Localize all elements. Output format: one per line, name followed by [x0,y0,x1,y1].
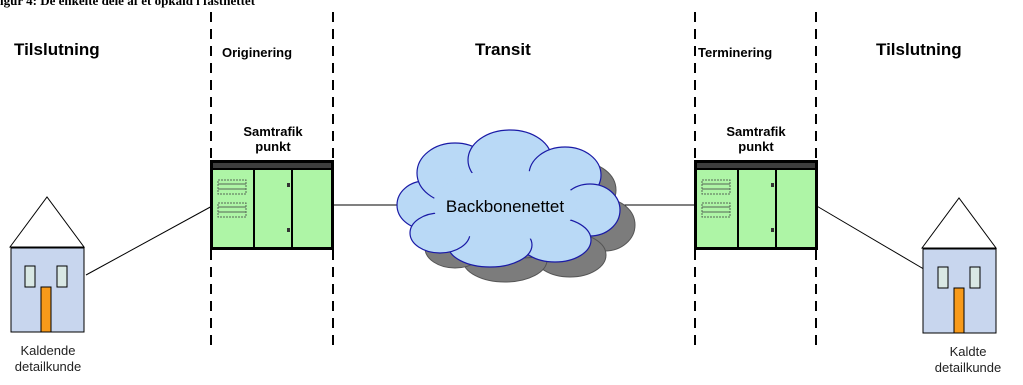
switch-right-icon [694,160,818,250]
backbone-cloud-icon [396,129,636,283]
calling-customer-line1: Kaldende [20,343,76,358]
house-right-icon [921,197,997,334]
link-left-house-to-switch [85,204,215,276]
zone-label-left-access: Tilslutning [14,40,100,59]
interconnect-right-label: Samtrafik punkt [711,124,801,154]
link-switch-to-right-house [814,204,940,279]
zone-label-termination: Terminering [698,45,773,60]
interconnect-left-line2: punkt [255,139,291,154]
calling-customer-line2: detailkunde [14,359,82,374]
interconnect-left-label: Samtrafik punkt [228,124,318,154]
zone-label-right-access: Tilslutning [876,40,962,59]
switch-left-icon [210,160,334,250]
calling-customer-label: Kaldende detailkunde [0,343,96,375]
interconnect-right-line1: Samtrafik [726,124,786,139]
house-left-icon [9,196,85,333]
called-customer-line2: detailkunde [934,360,1002,375]
zone-label-transit: Transit [475,40,531,59]
figure-caption: igur 4: De enkelte dele af et opkald i f… [0,0,256,8]
backbone-label: Backbonenettet [445,197,565,216]
interconnect-left-line1: Samtrafik [243,124,303,139]
called-customer-label: Kaldte detailkunde [918,344,1018,376]
zone-label-origination: Originering [222,45,293,60]
interconnect-right-line2: punkt [738,139,774,154]
called-customer-line1: Kaldte [949,344,987,359]
